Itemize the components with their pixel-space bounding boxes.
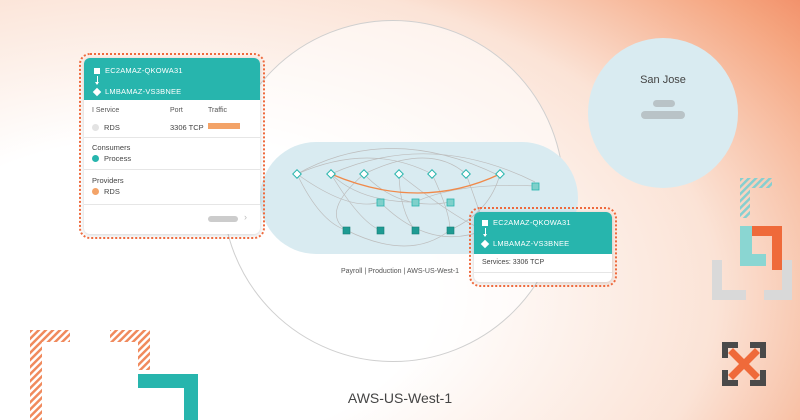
service-name: RDS — [104, 123, 120, 132]
card-header: EC2AMAZ-QKOWA31 LMBAMAZ-VS3BNEE — [84, 58, 260, 100]
traffic-bar — [208, 123, 240, 129]
connection-detail-card[interactable]: EC2AMAZ-QKOWA31 LMBAMAZ-VS3BNEE I Servic… — [79, 53, 265, 239]
arrow-down-icon — [482, 228, 488, 238]
arrow-down-icon — [94, 76, 100, 86]
provider-item[interactable]: RDS — [92, 187, 120, 196]
consumer-name: Process — [104, 154, 132, 163]
chevron-right-icon[interactable]: › — [244, 212, 247, 222]
workload-icon — [92, 87, 102, 96]
server-icon — [482, 219, 488, 226]
services-line: Services: 3306 TCP — [482, 259, 545, 266]
target-row: LMBAMAZ-VS3BNEE — [92, 87, 250, 96]
divider — [84, 137, 260, 138]
target-row: LMBAMAZ-VS3BNEE — [480, 239, 604, 248]
source-host: EC2AMAZ-QKOWA31 — [105, 66, 183, 75]
process-dot-icon — [92, 155, 99, 162]
workload-graph[interactable] — [260, 142, 580, 254]
divider — [84, 169, 260, 170]
column-service: I Service — [92, 107, 120, 114]
target-host: LMBAMAZ-VS3BNEE — [105, 87, 182, 96]
decorative-brackets — [712, 178, 792, 300]
workload-icon — [480, 239, 490, 248]
divider — [84, 204, 260, 205]
service-dot-icon — [92, 124, 99, 131]
service-cell: RDS — [92, 123, 120, 132]
provider-name: RDS — [104, 187, 120, 196]
column-port: Port — [170, 107, 183, 114]
region-label: AWS-US-West-1 — [347, 390, 453, 406]
source-row: EC2AMAZ-QKOWA31 — [482, 218, 604, 227]
divider — [474, 272, 612, 273]
placeholder-pill — [653, 100, 675, 107]
environment-label: Payroll | Production | AWS-US-West-1 — [340, 268, 459, 275]
providers-label: Providers — [92, 176, 124, 185]
site-circle[interactable]: San Jose — [588, 38, 738, 188]
server-icon — [94, 67, 100, 74]
source-host: EC2AMAZ-QKOWA31 — [493, 218, 571, 227]
consumers-label: Consumers — [92, 143, 131, 152]
consumer-item[interactable]: Process — [92, 154, 131, 163]
rds-dot-icon — [92, 188, 99, 195]
placeholder-pill — [641, 111, 685, 119]
site-name: San Jose — [640, 74, 686, 86]
card-header: EC2AMAZ-QKOWA31 LMBAMAZ-VS3BNEE — [474, 212, 612, 254]
column-traffic: Traffic — [208, 107, 228, 114]
pager-pill[interactable] — [208, 216, 238, 222]
decorative-brackets — [30, 330, 198, 420]
target-host: LMBAMAZ-VS3BNEE — [493, 239, 570, 248]
source-row: EC2AMAZ-QKOWA31 — [94, 66, 250, 75]
connection-summary-card[interactable]: EC2AMAZ-QKOWA31 LMBAMAZ-VS3BNEE Services… — [469, 207, 617, 287]
x-logo-icon — [722, 342, 766, 386]
port-cell: 3306 TCP — [170, 123, 204, 132]
